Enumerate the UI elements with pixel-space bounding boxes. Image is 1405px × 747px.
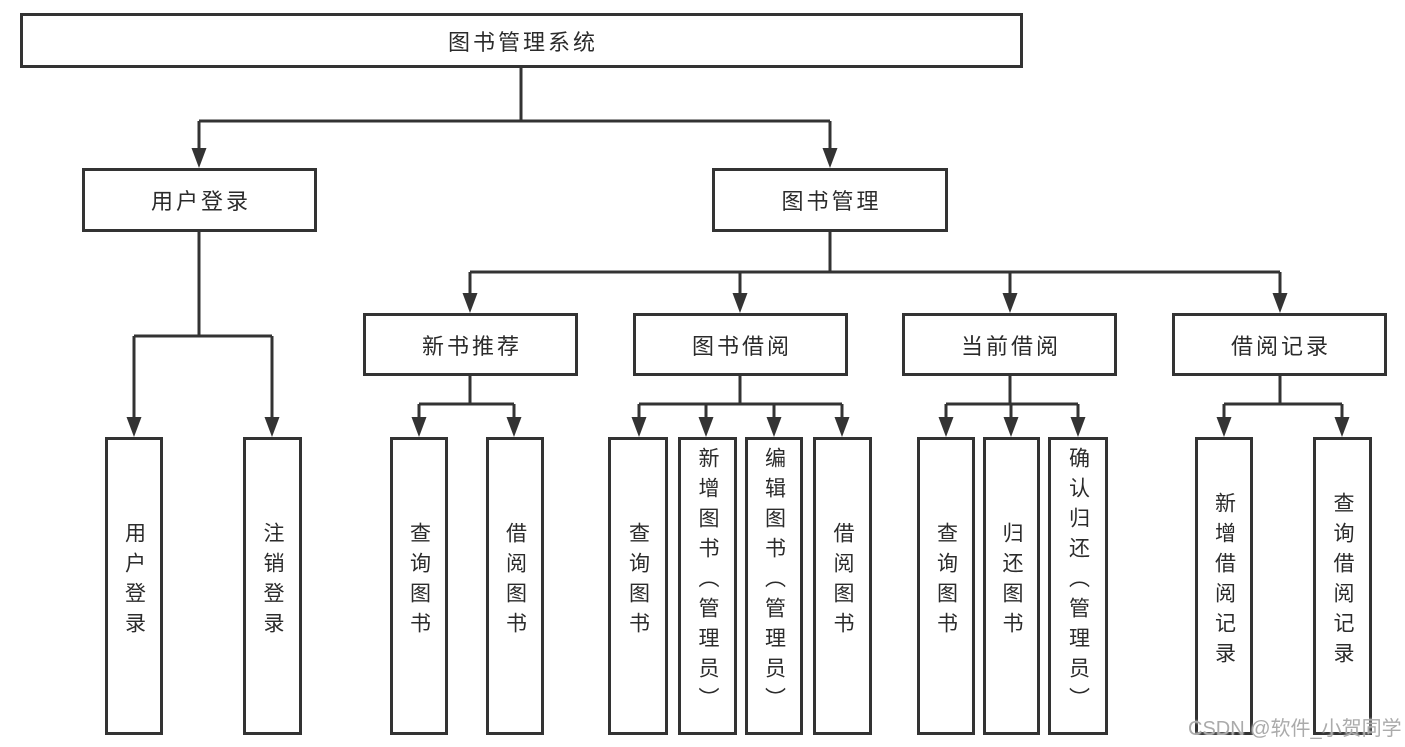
leaf-query-borrow-record: 查询借阅记录 (1313, 437, 1372, 735)
connector-root-to-level2 (191, 68, 838, 168)
node-new-book-recommendation: 新书推荐 (363, 313, 578, 376)
connector-user-login-to-leaves (126, 232, 280, 437)
node-new-book-recommendation-label: 新书推荐 (421, 333, 522, 359)
leaf-query-borrow-record-label: 查询借阅记录 (1331, 492, 1354, 672)
node-root-label: 图书管理系统 (447, 29, 598, 55)
leaf-query-books-1: 查询图书 (390, 437, 448, 735)
leaf-return-books: 归还图书 (983, 437, 1040, 735)
leaf-borrow-books-2-label: 借阅图书 (831, 522, 854, 642)
leaf-query-books-2: 查询图书 (608, 437, 668, 735)
leaf-add-books-admin: 新增图书（管理员） (678, 437, 737, 735)
leaf-add-borrow-record: 新增借阅记录 (1195, 437, 1253, 735)
node-user-login-label: 用户登录 (150, 189, 251, 214)
leaf-edit-books-admin: 编辑图书（管理员） (745, 437, 803, 735)
leaf-borrow-books-1-label: 借阅图书 (503, 522, 527, 642)
connector-book-borrow-to-leaves (631, 376, 850, 437)
leaf-return-books-label: 归还图书 (1000, 522, 1023, 642)
leaf-query-books-2-label: 查询图书 (626, 522, 650, 642)
leaf-confirm-return-admin: 确认归还（管理员） (1048, 437, 1108, 735)
leaf-logout-label: 注销登录 (261, 522, 284, 642)
leaf-add-borrow-record-label: 新增借阅记录 (1212, 492, 1236, 672)
leaf-borrow-books-2: 借阅图书 (813, 437, 872, 735)
connector-current-borrow-to-leaves (938, 376, 1086, 437)
node-book-management: 图书管理 (712, 168, 948, 232)
leaf-logout: 注销登录 (243, 437, 302, 735)
leaf-borrow-books-1: 借阅图书 (486, 437, 544, 735)
leaf-edit-books-admin-label: 编辑图书（管理员） (762, 447, 786, 717)
csdn-watermark: CSDN @软件_小贺同学 (1188, 718, 1402, 740)
node-book-borrowing-label: 图书借阅 (691, 333, 792, 359)
leaf-user-login-label: 用户登录 (122, 522, 146, 642)
connector-book-management-to-level3 (462, 232, 1288, 313)
leaf-add-books-admin-label: 新增图书（管理员） (696, 447, 719, 717)
leaf-query-books-1-label: 查询图书 (407, 522, 431, 642)
node-current-borrowing: 当前借阅 (902, 313, 1117, 376)
node-book-borrowing: 图书借阅 (633, 313, 848, 376)
node-current-borrowing-label: 当前借阅 (960, 333, 1061, 359)
node-root: 图书管理系统 (20, 13, 1023, 68)
leaf-query-books-3: 查询图书 (917, 437, 975, 735)
node-user-login: 用户登录 (82, 168, 317, 232)
leaf-confirm-return-admin-label: 确认归还（管理员） (1066, 447, 1090, 717)
node-borrowing-records: 借阅记录 (1172, 313, 1387, 376)
node-borrowing-records-label: 借阅记录 (1230, 333, 1331, 359)
leaf-query-books-3-label: 查询图书 (934, 522, 958, 642)
node-book-management-label: 图书管理 (781, 189, 882, 214)
connector-new-book-to-leaves (411, 376, 522, 437)
connector-borrow-records-to-leaves (1216, 376, 1350, 437)
leaf-user-login: 用户登录 (105, 437, 163, 735)
